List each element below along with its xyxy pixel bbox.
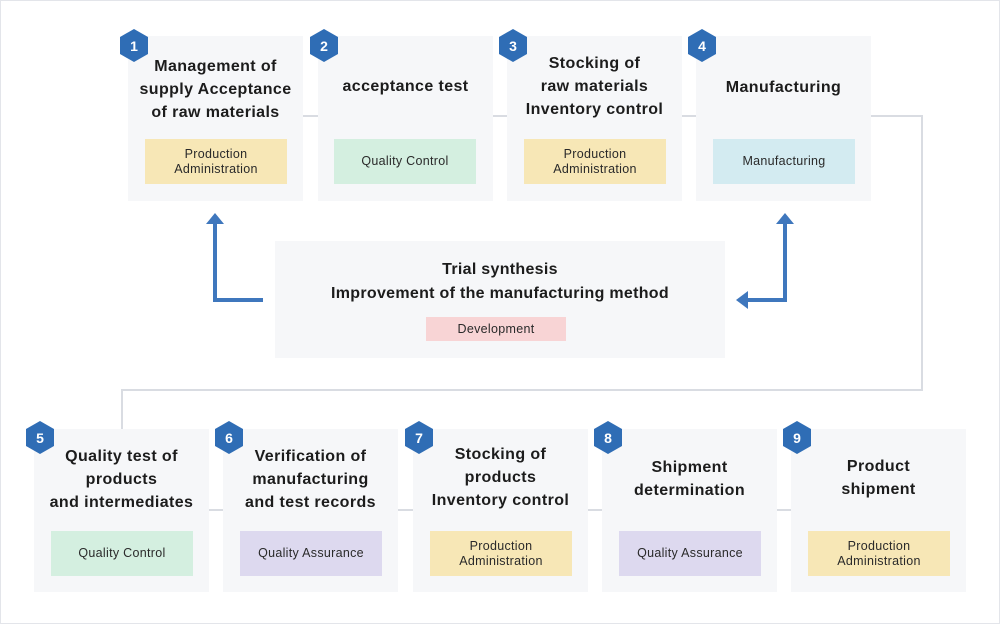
step-badge-5: 5	[25, 421, 55, 454]
step-number: 2	[320, 37, 328, 54]
step-title: Quality test of products and intermediat…	[49, 448, 194, 511]
development-title: Trial synthesis Improvement of the manuf…	[331, 261, 669, 302]
arrow-up-icon	[206, 213, 263, 302]
step-title: Verification of manufacturing and test r…	[245, 448, 376, 511]
step-title: Management of supply Acceptance of raw m…	[139, 58, 292, 121]
hexagon-badge-icon	[783, 421, 811, 454]
step-title: Manufacturing	[725, 79, 842, 96]
department-tag: Manufacturing	[713, 139, 855, 184]
department-tag: Production Administration	[430, 531, 572, 576]
step-card-4: Manufacturing Manufacturing	[696, 36, 871, 201]
step-card-3: Stocking of raw materials Inventory cont…	[507, 36, 682, 201]
step-title: acceptance test	[342, 78, 469, 95]
step-title: Shipment determination	[634, 459, 745, 499]
step-card-8: Shipment determination Quality Assurance	[602, 429, 777, 592]
step-card-9: Product shipment Production Administrati…	[791, 429, 966, 592]
step-number: 6	[225, 429, 233, 446]
loop-connector	[121, 115, 923, 430]
step-number: 8	[604, 429, 612, 446]
arrow-left-icon	[736, 213, 794, 309]
step-badge-7: 7	[404, 421, 434, 454]
step-title: Stocking of products Inventory control	[431, 446, 570, 509]
department-tag: Development	[426, 317, 566, 341]
step-card-7: Stocking of products Inventory control P…	[413, 429, 588, 592]
step-title: Stocking of raw materials Inventory cont…	[525, 55, 664, 118]
step-badge-8: 8	[593, 421, 623, 454]
step-number: 3	[509, 37, 517, 54]
step-number: 7	[415, 429, 423, 446]
hexagon-badge-icon	[215, 421, 243, 454]
hexagon-badge-icon	[405, 421, 433, 454]
department-tag: Production Administration	[524, 139, 666, 184]
step-number: 1	[130, 37, 138, 54]
step-badge-3: 3	[498, 29, 528, 62]
step-badge-1: 1	[119, 29, 149, 62]
department-tag: Quality Assurance	[619, 531, 761, 576]
step-number: 9	[793, 429, 801, 446]
development-card: Trial synthesis Improvement of the manuf…	[275, 241, 725, 358]
department-tag: Quality Control	[51, 531, 193, 576]
department-tag: Production Administration	[145, 139, 287, 184]
hexagon-badge-icon	[594, 421, 622, 454]
hexagon-badge-icon	[499, 29, 527, 62]
hexagon-badge-icon	[310, 29, 338, 62]
department-tag: Production Administration	[808, 531, 950, 576]
step-badge-4: 4	[687, 29, 717, 62]
department-tag: Quality Control	[334, 139, 476, 184]
hexagon-badge-icon	[120, 29, 148, 62]
hexagon-badge-icon	[26, 421, 54, 454]
step-card-5: Quality test of products and intermediat…	[34, 429, 209, 592]
step-badge-2: 2	[309, 29, 339, 62]
hexagon-badge-icon	[688, 29, 716, 62]
step-badge-6: 6	[214, 421, 244, 454]
step-card-2: acceptance test Quality Control	[318, 36, 493, 201]
department-tag: Quality Assurance	[240, 531, 382, 576]
step-card-1: Management of supply Acceptance of raw m…	[128, 36, 303, 201]
step-number: 5	[36, 429, 44, 446]
step-badge-9: 9	[782, 421, 812, 454]
step-card-6: Verification of manufacturing and test r…	[223, 429, 398, 592]
step-number: 4	[698, 37, 706, 54]
step-title: Product shipment	[841, 458, 916, 498]
